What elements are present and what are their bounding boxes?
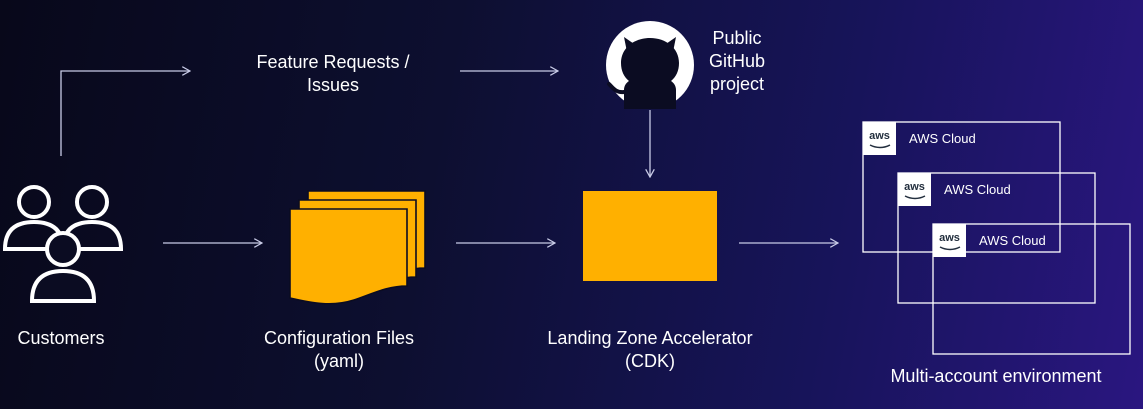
stacked-documents-icon bbox=[289, 190, 426, 305]
feature-requests-line-2: Issues bbox=[306, 75, 360, 95]
aws-cloud-label: AWS Cloud bbox=[909, 131, 976, 146]
aws-cloud-label: AWS Cloud bbox=[979, 233, 1046, 248]
users-icon bbox=[2, 185, 124, 303]
customers-label: Customers bbox=[0, 327, 122, 350]
aws-cloud-account-2: aws AWS Cloud bbox=[897, 172, 1096, 304]
user-front-icon bbox=[29, 231, 97, 303]
aws-logo-text: aws bbox=[939, 232, 960, 244]
accelerator-box-icon bbox=[583, 191, 717, 281]
github-line-2: GitHub bbox=[708, 51, 766, 71]
feature-requests-line-1: Feature Requests / bbox=[256, 52, 410, 72]
customers-label-text: Customers bbox=[17, 328, 105, 348]
github-line-1: Public bbox=[712, 28, 762, 48]
arrow-customers-to-feature-requests bbox=[60, 71, 190, 156]
lza-line-1: Landing Zone Accelerator bbox=[547, 328, 753, 348]
aws-cloud-label: AWS Cloud bbox=[944, 182, 1011, 197]
aws-logo-badge bbox=[863, 122, 896, 155]
aws-logo-badge bbox=[933, 224, 966, 257]
multi-account-label-text: Multi-account environment bbox=[890, 366, 1102, 386]
github-label: Public GitHub project bbox=[696, 27, 778, 96]
aws-logo-text: aws bbox=[869, 130, 890, 142]
config-files-line-2: (yaml) bbox=[314, 351, 364, 371]
lza-label: Landing Zone Accelerator (CDK) bbox=[510, 327, 790, 373]
config-files-line-1: Configuration Files bbox=[263, 328, 415, 348]
github-octocat-icon bbox=[606, 21, 694, 109]
lza-line-2: (CDK) bbox=[625, 351, 675, 371]
aws-logo-badge bbox=[898, 173, 931, 206]
config-files-label: Configuration Files (yaml) bbox=[236, 327, 442, 373]
github-line-3: project bbox=[709, 74, 765, 94]
aws-logo-text: aws bbox=[904, 181, 925, 193]
feature-requests-label: Feature Requests / Issues bbox=[222, 51, 444, 97]
document-front bbox=[289, 208, 408, 305]
aws-cloud-account-3: aws AWS Cloud bbox=[932, 223, 1131, 355]
multi-account-label: Multi-account environment bbox=[858, 365, 1134, 388]
